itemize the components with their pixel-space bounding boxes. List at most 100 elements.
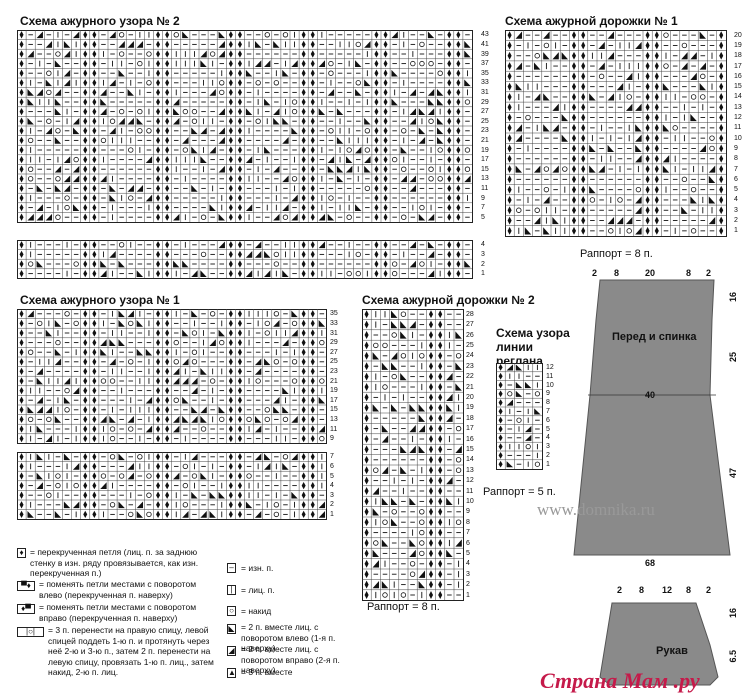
front-dim-4: 8 xyxy=(686,268,692,278)
row-number: 11 xyxy=(330,425,338,433)
row-number: 11 xyxy=(734,124,742,132)
row-number: 1 xyxy=(466,591,470,599)
sleeve-dim-2: 8 xyxy=(639,585,645,595)
lace2-grid-top xyxy=(17,30,473,223)
row-number: 9 xyxy=(734,144,738,152)
track1-title: Схема ажурной дорожки № 1 xyxy=(505,14,678,28)
front-side-dim-3: 47 xyxy=(728,468,738,479)
row-number: 19 xyxy=(330,387,338,395)
row-number: 23 xyxy=(330,367,338,375)
row-number: 25 xyxy=(330,358,338,366)
row-number: 25 xyxy=(481,117,489,125)
row-number: 23 xyxy=(466,362,474,370)
lace2-title: Схема ажурного узора № 2 xyxy=(20,14,180,28)
row-number: 17 xyxy=(466,425,474,433)
legend-k3tog: = 3 п. вместе xyxy=(241,667,293,677)
legend-twisted: = перекрученная петля (лиц. п. за заднюю… xyxy=(30,547,199,578)
row-number: 11 xyxy=(481,184,489,192)
track2-rapport: Раппорт = 8 п. xyxy=(367,601,440,613)
row-number: 25 xyxy=(466,341,474,349)
row-number: 29 xyxy=(481,98,489,106)
row-number: 15 xyxy=(466,445,474,453)
legend-three-stitch: = 3 п. перенести на правую спицу, левой … xyxy=(48,625,214,677)
row-number: 8 xyxy=(734,155,738,163)
legend-k2tog-right: = 2 п. вместе лиц. с поворотом вправо (2… xyxy=(241,644,340,675)
swap-left-icon: ▀♦ xyxy=(17,581,35,591)
row-number: 10 xyxy=(546,381,554,389)
twisted-stitch-icon: ♦ xyxy=(17,548,26,558)
row-number: 3 xyxy=(734,206,738,214)
row-number: 26 xyxy=(466,331,474,339)
row-number: 13 xyxy=(734,103,742,111)
row-number: 10 xyxy=(734,134,742,142)
front-dim-5: 2 xyxy=(706,268,712,278)
row-number: 2 xyxy=(466,581,470,589)
row-number: 9 xyxy=(481,194,485,202)
row-number: 33 xyxy=(481,79,489,87)
row-number: 1 xyxy=(546,460,550,468)
row-number: 15 xyxy=(330,406,338,414)
row-number: 8 xyxy=(466,518,470,526)
lace1-grid-top xyxy=(17,309,327,444)
row-number: 24 xyxy=(466,352,474,360)
knit-icon: | xyxy=(227,585,236,595)
row-number: 43 xyxy=(481,31,489,39)
watermark: www.domnika.ru xyxy=(537,500,655,519)
row-number: 3 xyxy=(481,250,485,258)
schematic-drawing xyxy=(573,279,731,686)
legend-k2tog-left: = 2 п. вместе лиц. с поворотом влево (1-… xyxy=(241,622,336,653)
site-logo[interactable]: Страна Мам .ру xyxy=(540,668,700,693)
row-number: 33 xyxy=(330,319,338,327)
row-number: 9 xyxy=(466,508,470,516)
row-number: 11 xyxy=(466,487,474,495)
row-number: 6 xyxy=(734,175,738,183)
row-number: 13 xyxy=(466,466,474,474)
front-back-label: Перед и спинка xyxy=(612,331,697,343)
lace1-title: Схема ажурного узора № 1 xyxy=(20,293,180,307)
row-number: 8 xyxy=(546,399,550,407)
front-dim-2: 8 xyxy=(614,268,620,278)
raglan-rapport: Раппорт = 5 п. xyxy=(483,486,556,498)
row-number: 4 xyxy=(330,482,334,490)
lace1-grid-bottom xyxy=(17,452,327,520)
row-number: 16 xyxy=(466,435,474,443)
row-number: 37 xyxy=(481,60,489,68)
three-stitch-cross-icon: |○| xyxy=(17,627,44,637)
row-number: 29 xyxy=(330,339,338,347)
sleeve-label: Рукав xyxy=(656,645,688,657)
row-number: 6 xyxy=(546,416,550,424)
row-number: 7 xyxy=(330,453,334,461)
track1-grid xyxy=(505,30,727,237)
yarn-over-icon: ○ xyxy=(227,606,236,616)
row-number: 20 xyxy=(734,31,742,39)
track2-grid xyxy=(362,309,464,601)
front-width-bottom: 68 xyxy=(645,558,656,568)
row-number: 6 xyxy=(330,462,334,470)
sleeve-dim-5: 2 xyxy=(706,585,712,595)
front-side-dim-2: 25 xyxy=(728,352,738,363)
row-number: 12 xyxy=(466,477,474,485)
row-number: 35 xyxy=(481,69,489,77)
row-number: 13 xyxy=(481,175,489,183)
row-number: 3 xyxy=(330,491,334,499)
row-number: 12 xyxy=(734,114,742,122)
legend-yo: = накид xyxy=(241,606,272,616)
row-number: 35 xyxy=(330,310,338,318)
row-number: 27 xyxy=(466,321,474,329)
front-width-mid: 40 xyxy=(645,390,656,400)
row-number: 20 xyxy=(466,393,474,401)
row-number: 1 xyxy=(481,270,485,278)
row-number: 16 xyxy=(734,72,742,80)
row-number: 12 xyxy=(546,363,554,371)
lace2-grid-bottom xyxy=(17,240,473,279)
row-number: 14 xyxy=(466,456,474,464)
row-number: 7 xyxy=(546,407,550,415)
legend-swap-left: = поменять петли местами с поворотом вле… xyxy=(39,579,197,600)
row-number: 7 xyxy=(734,165,738,173)
front-dim-3: 20 xyxy=(645,268,656,278)
row-number: 6 xyxy=(466,539,470,547)
legend-purl: = изн. п. xyxy=(241,563,274,573)
sleeve-dim-1: 2 xyxy=(617,585,623,595)
row-number: 15 xyxy=(734,83,742,91)
k2tog-right-icon: ◢ xyxy=(227,646,236,656)
